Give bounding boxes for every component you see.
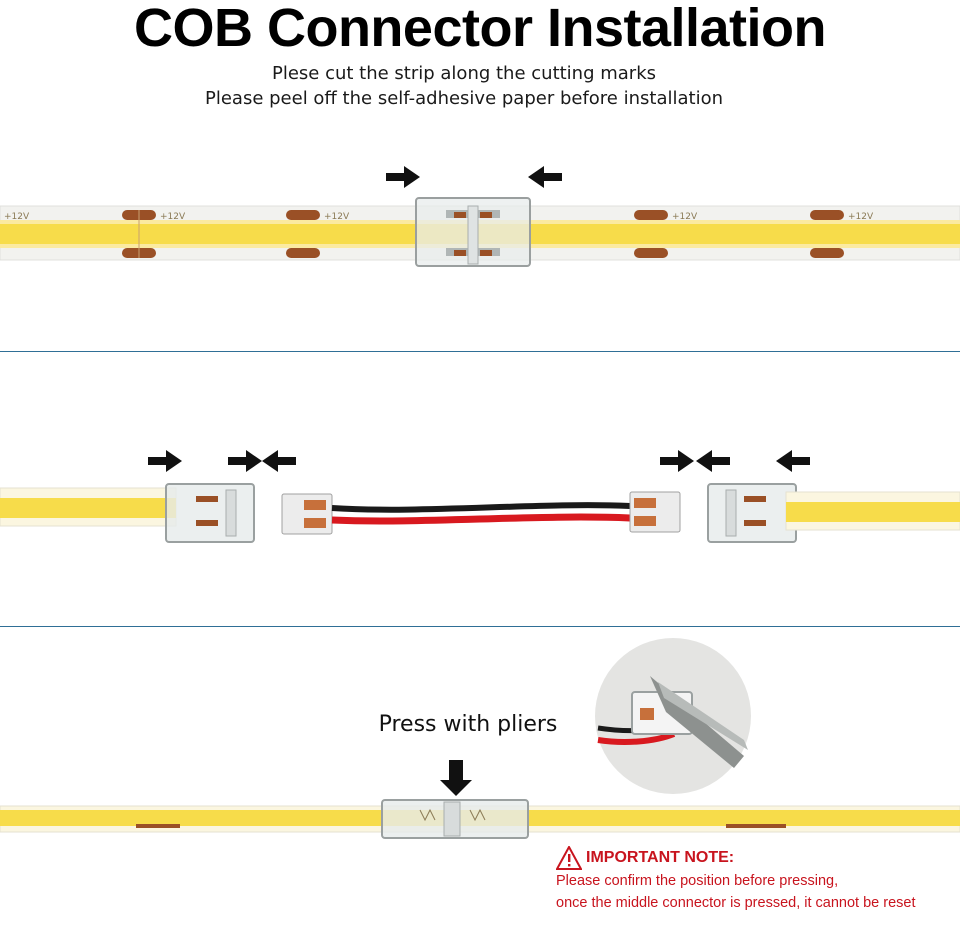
note-heading: IMPORTANT NOTE:: [586, 849, 735, 866]
strip-with-connector: +12V +12V +12V +12V +12V: [0, 166, 960, 267]
instruction-peel: Please peel off the self-adhesive paper …: [204, 88, 723, 109]
arrow-left-icon: [262, 450, 296, 472]
led-strip-right: [785, 491, 960, 531]
page-title: COB Connector Installation: [133, 0, 827, 58]
middle-connector: [415, 197, 531, 267]
cut-mark-1: [122, 210, 156, 258]
note-heading-row: IMPORTANT NOTE:: [556, 846, 960, 870]
pressed-connector: [381, 799, 529, 839]
pliers-instruction: Press with pliers: [378, 712, 558, 737]
arrow-left-icon: [528, 166, 562, 188]
pliers-detail-photo: [595, 638, 751, 794]
jumper-plug-right: [629, 491, 681, 533]
section-divider: [0, 626, 960, 627]
led-strip-left: [0, 487, 177, 527]
strip-label: +12V: [324, 212, 350, 222]
arrow-right-icon: [148, 450, 182, 472]
arrow-down-icon: [440, 760, 472, 796]
wire-black: [331, 502, 631, 513]
warning-icon: [556, 846, 582, 870]
instruction-cut: Plese cut the strip along the cutting ma…: [271, 63, 657, 84]
strip-label: +12V: [672, 212, 698, 222]
jumper-connection: [0, 450, 960, 543]
cut-mark-2: [286, 210, 320, 258]
arrow-left-icon: [776, 450, 810, 472]
wire-red: [331, 513, 631, 525]
strip-label: +12V: [160, 212, 186, 222]
strip-label: +12V: [848, 212, 874, 222]
arrow-right-icon: [660, 450, 694, 472]
important-note: IMPORTANT NOTE: Please confirm the posit…: [556, 846, 960, 914]
pressed-strip: [0, 760, 960, 839]
section-divider: [0, 351, 960, 352]
arrow-right-icon: [228, 450, 262, 472]
note-line-2: once the middle connector is pressed, it…: [556, 895, 916, 911]
cut-mark-4: [810, 210, 844, 258]
jumper-plug-left: [281, 493, 333, 535]
strip-label: +12V: [4, 212, 30, 222]
arrow-left-icon: [696, 450, 730, 472]
left-strip-connector: [165, 483, 255, 543]
right-strip-connector: [707, 483, 797, 543]
note-line-1: Please confirm the position before press…: [556, 873, 839, 889]
cut-mark-3: [634, 210, 668, 258]
arrow-right-icon: [386, 166, 420, 188]
